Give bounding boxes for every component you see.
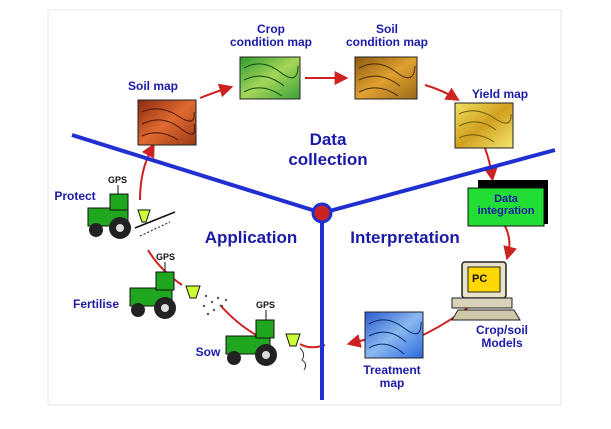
- label-soil-map: Soil map: [127, 79, 178, 93]
- label-gps-sow: GPS: [256, 300, 276, 310]
- label-fertilise: Fertilise: [72, 297, 120, 311]
- label-yield-map: Yield map: [471, 87, 529, 101]
- soil-condition-map-tile: [354, 56, 418, 100]
- label-protect: Protect: [54, 189, 96, 203]
- data-integration-box: [467, 180, 548, 227]
- label-data-integration: Data integration: [470, 193, 542, 217]
- label-data-integration-line1: Data: [494, 193, 518, 205]
- label-sow: Sow: [195, 345, 221, 359]
- label-crop-condition-map: Crop condition map: [226, 23, 316, 49]
- section-data-collection-line1: Data: [309, 130, 347, 149]
- label-pc: PC: [472, 273, 488, 285]
- section-interpretation: Interpretation: [350, 228, 460, 247]
- sow-tractor: [225, 319, 307, 371]
- section-data-collection-line2: collection: [288, 150, 368, 169]
- label-treatment-map: Treatment map: [352, 364, 432, 390]
- label-crop-soil-models: Crop/soil Models: [462, 324, 542, 350]
- section-data-collection: Data collection: [283, 130, 373, 170]
- gps-antennas: [117, 185, 267, 320]
- fertilise-tractor: [129, 271, 228, 319]
- pc-icon: [451, 261, 521, 321]
- label-soil-condition-map-line2: condition map: [346, 35, 428, 49]
- treatment-map-tile: [364, 311, 424, 359]
- label-crop-condition-map-line1: Crop: [257, 22, 285, 36]
- crop-condition-map-tile: [239, 56, 301, 100]
- center-hub: [311, 202, 333, 224]
- yield-map-tile: [454, 102, 514, 149]
- label-crop-soil-models-line1: Crop/soil: [475, 323, 528, 337]
- label-gps-protect: GPS: [108, 175, 128, 185]
- label-soil-condition-map-line1: Soil: [375, 22, 398, 36]
- label-crop-condition-map-line2: condition map: [230, 35, 312, 49]
- protect-tractor: [87, 193, 176, 239]
- label-treatment-map-line2: map: [379, 376, 405, 390]
- section-application: Application: [204, 228, 298, 247]
- label-treatment-map-line1: Treatment: [363, 363, 421, 377]
- soil-map-tile: [137, 99, 197, 146]
- label-crop-soil-models-line2: Models: [481, 336, 523, 350]
- label-gps-fertilise: GPS: [156, 252, 176, 262]
- section-dividers: [71, 133, 556, 400]
- label-soil-condition-map: Soil condition map: [342, 23, 432, 49]
- label-data-integration-line2: integration: [477, 205, 535, 217]
